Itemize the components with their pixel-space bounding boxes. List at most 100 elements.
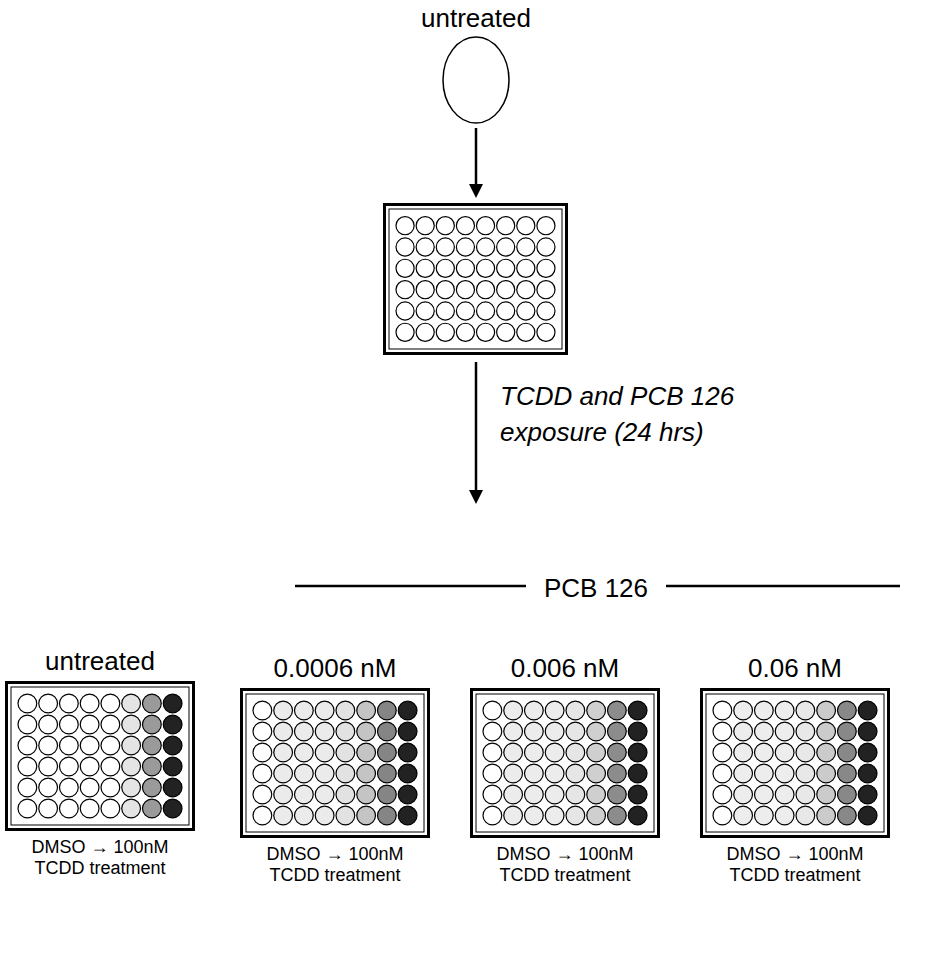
plate-well	[18, 778, 37, 797]
plate-well	[39, 736, 58, 755]
plate-well	[525, 701, 544, 720]
plate-well	[796, 806, 815, 825]
plate-well	[398, 764, 417, 783]
plate-well	[143, 799, 162, 818]
plate-well	[517, 302, 535, 320]
plate-well	[755, 785, 774, 804]
flow-arrow-shaft	[475, 362, 478, 492]
plate-well	[628, 764, 647, 783]
plate-well	[456, 238, 474, 256]
plate-well	[477, 302, 495, 320]
plate-well	[378, 785, 397, 804]
plate-node: 0.0006 nMDMSO → 100nM TCDD treatment	[235, 652, 435, 886]
plate-well	[838, 764, 857, 783]
plate-well	[60, 799, 79, 818]
plate-well	[101, 757, 120, 776]
plate-well	[517, 259, 535, 277]
plate-well	[398, 722, 417, 741]
plate-well	[628, 701, 647, 720]
plate-well	[838, 701, 857, 720]
plate-well	[628, 785, 647, 804]
plate-outline	[7, 683, 194, 830]
plate-well	[143, 778, 162, 797]
plate-well	[734, 785, 753, 804]
plate-well	[734, 722, 753, 741]
plate-well	[477, 238, 495, 256]
plate-well	[253, 764, 272, 783]
plate-well	[755, 722, 774, 741]
plate-well	[796, 701, 815, 720]
plate-well	[713, 785, 732, 804]
plate-well	[396, 281, 414, 299]
plate-well	[608, 743, 627, 762]
plate-well	[253, 701, 272, 720]
plate-well	[80, 694, 99, 713]
plate-well	[537, 217, 555, 235]
plate-well	[315, 806, 334, 825]
plate-well	[416, 323, 434, 341]
plate-inner-outline	[11, 687, 189, 825]
plate-well	[858, 701, 877, 720]
plate-well	[796, 743, 815, 762]
plate-outline	[385, 205, 567, 354]
plate-well	[817, 701, 836, 720]
plate-well	[497, 323, 515, 341]
plate-well	[357, 764, 376, 783]
plate-inner-outline	[246, 694, 424, 832]
plate-well	[436, 302, 454, 320]
plate-well	[504, 722, 523, 741]
plate-well	[525, 764, 544, 783]
plate-well	[274, 743, 293, 762]
plate-well	[504, 764, 523, 783]
plate-well	[253, 722, 272, 741]
plate-well	[497, 281, 515, 299]
plate-well	[796, 722, 815, 741]
plate-well	[775, 806, 794, 825]
plate-outline	[472, 690, 659, 837]
plate-well	[18, 715, 37, 734]
plate-well	[143, 757, 162, 776]
plate-well	[315, 764, 334, 783]
treatment-caption: DMSO → 100nM TCDD treatment	[13, 837, 188, 879]
treatment-caption: DMSO → 100nM TCDD treatment	[708, 844, 883, 886]
plate-well	[566, 743, 585, 762]
plate-well	[378, 764, 397, 783]
plate-well	[838, 785, 857, 804]
plate-well	[517, 217, 535, 235]
plate-well	[80, 715, 99, 734]
plate-well	[734, 701, 753, 720]
plate-well	[18, 694, 37, 713]
plate-well	[545, 701, 564, 720]
plate-well	[396, 259, 414, 277]
plate-well	[483, 701, 502, 720]
plate-well	[796, 764, 815, 783]
plate-well	[517, 323, 535, 341]
plate-well	[378, 806, 397, 825]
plate-well	[525, 743, 544, 762]
plate-well	[378, 722, 397, 741]
culture-plate	[470, 688, 660, 838]
node-heading: 0.0006 nM	[274, 652, 397, 684]
plate-well	[122, 715, 141, 734]
plate-well	[101, 715, 120, 734]
plate-well	[608, 722, 627, 741]
plate-well	[713, 806, 732, 825]
plate-well	[483, 806, 502, 825]
plate-well	[378, 701, 397, 720]
plate-well	[566, 785, 585, 804]
plate-well	[537, 259, 555, 277]
plate-well	[456, 302, 474, 320]
plate-well	[295, 701, 314, 720]
plate-well	[295, 743, 314, 762]
plate-well	[60, 778, 79, 797]
plate-well	[608, 785, 627, 804]
node-heading: untreated	[421, 2, 531, 34]
plate-well	[477, 323, 495, 341]
plate-well	[628, 722, 647, 741]
plate-well	[545, 764, 564, 783]
plate-well	[101, 694, 120, 713]
plate-well	[775, 701, 794, 720]
culture-plate	[240, 688, 430, 838]
plate-well	[357, 701, 376, 720]
flow-arrow-shaft	[475, 128, 478, 186]
